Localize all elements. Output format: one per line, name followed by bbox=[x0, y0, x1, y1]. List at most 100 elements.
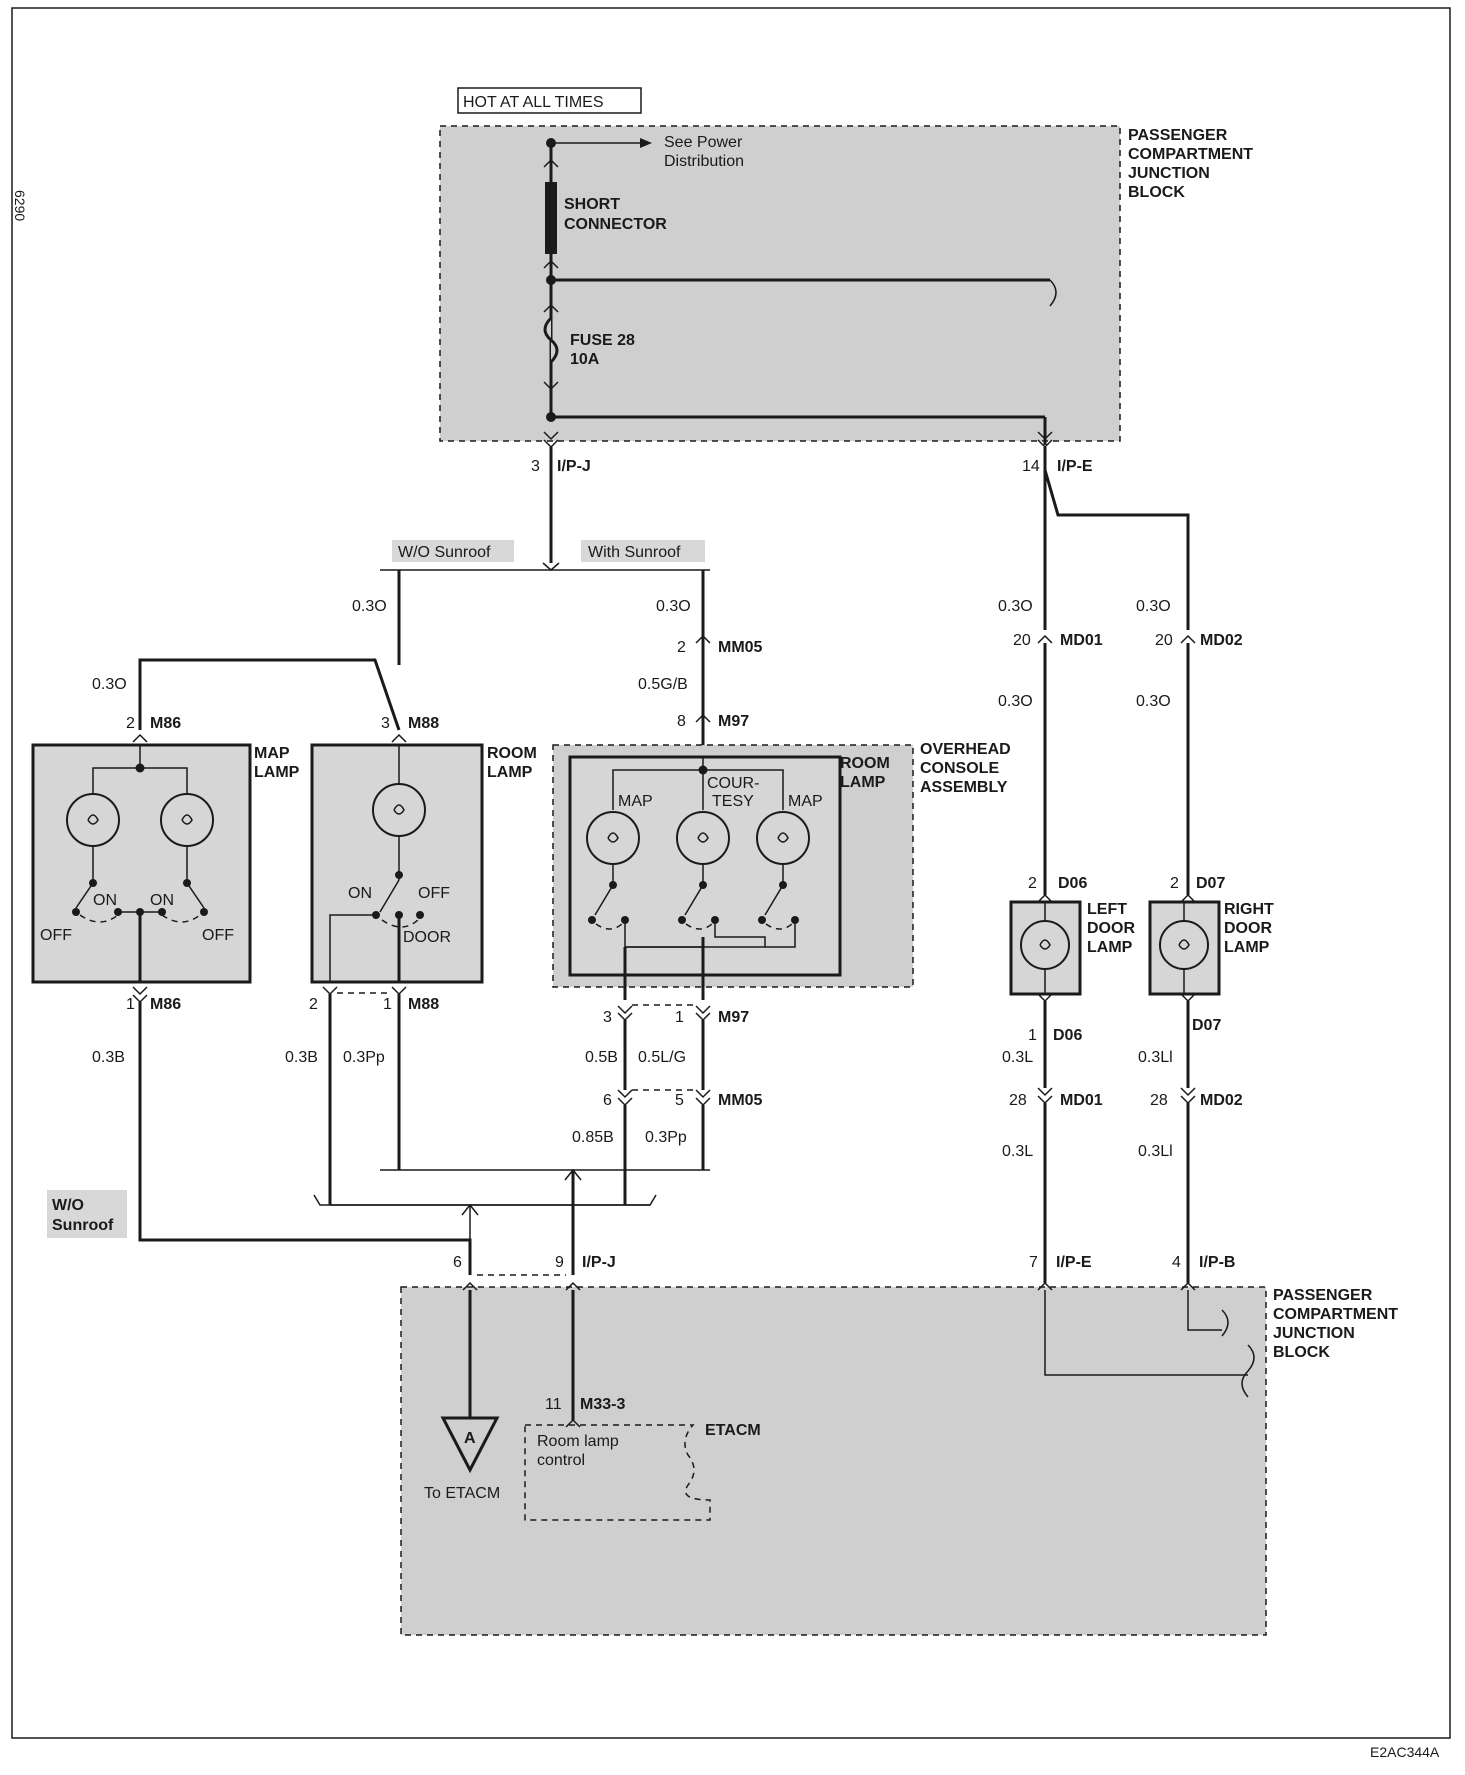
m97-top-label: M97 bbox=[718, 713, 749, 730]
right-door-l3: LAMP bbox=[1224, 939, 1270, 956]
room-off: OFF bbox=[418, 885, 450, 902]
room-lamp-l1: ROOM bbox=[487, 745, 537, 762]
overhead-console-border bbox=[552, 744, 914, 988]
d06-bot-pin: 1 bbox=[1028, 1027, 1037, 1044]
m88-top-label: M88 bbox=[408, 715, 439, 732]
bus-join bbox=[461, 1203, 479, 1216]
connector-chevron-icon bbox=[695, 1097, 711, 1107]
filament-icon bbox=[181, 814, 193, 825]
console-lamp-feed bbox=[612, 769, 784, 810]
console-map-b: MAP bbox=[788, 793, 823, 810]
wire-03o-c: 0.3O bbox=[656, 598, 691, 615]
pcjb-top-l4: BLOCK bbox=[1128, 184, 1185, 201]
junction-block-top-border bbox=[439, 125, 1121, 442]
etacm-box bbox=[524, 1424, 711, 1521]
page-frame bbox=[11, 7, 1451, 1739]
md01-top-label: MD01 bbox=[1060, 632, 1103, 649]
with-sunroof-tag bbox=[581, 540, 705, 562]
room-on: ON bbox=[348, 885, 372, 902]
md01-top-pin: 20 bbox=[1013, 632, 1031, 649]
right-door-l2: DOOR bbox=[1224, 920, 1272, 937]
switch-contact bbox=[758, 916, 766, 924]
m97-bot-pin3: 3 bbox=[603, 1009, 612, 1026]
wo-sunroof-tag-2 bbox=[47, 1190, 127, 1238]
wire-03o-a: 0.3O bbox=[352, 598, 387, 615]
switch-arm-icon bbox=[379, 879, 400, 913]
figure-code: E2AC344A bbox=[1370, 1744, 1440, 1760]
room-ctrl-l1: Room lamp bbox=[537, 1433, 619, 1450]
switch-contact bbox=[395, 871, 403, 879]
switch-link bbox=[595, 923, 623, 930]
mm05-top-label: MM05 bbox=[718, 639, 763, 656]
switch-contact bbox=[678, 916, 686, 924]
wire-break-icon bbox=[1049, 279, 1057, 307]
m33-label: M33-3 bbox=[580, 1396, 625, 1413]
m86-top-pin: 2 bbox=[126, 715, 135, 732]
overhead-l1: OVERHEAD bbox=[920, 741, 1011, 758]
d07-top-pin: 2 bbox=[1170, 875, 1179, 892]
switch-contact bbox=[416, 911, 424, 919]
wire-03pp-b: 0.3Pp bbox=[645, 1129, 687, 1146]
wire-03o-f: 0.3O bbox=[998, 693, 1033, 710]
wire-03b-a: 0.3B bbox=[92, 1049, 125, 1066]
m86-bot-pin: 1 bbox=[126, 996, 135, 1013]
filament-icon bbox=[1039, 939, 1051, 950]
short-connector-l2: CONNECTOR bbox=[564, 216, 667, 233]
filament-icon bbox=[607, 832, 619, 843]
switch-contact bbox=[72, 908, 80, 916]
ipj-bot-label: I/P-J bbox=[582, 1254, 616, 1271]
to-etacm: To ETACM bbox=[424, 1485, 500, 1502]
map-lamp-l1: MAP bbox=[254, 745, 290, 762]
switch-link bbox=[381, 919, 419, 928]
pcjb-bot-l1: PASSENGER bbox=[1273, 1287, 1373, 1304]
wire-05lg: 0.5L/G bbox=[638, 1049, 686, 1066]
ip-j-top-label: I/P-J bbox=[557, 458, 591, 475]
overhead-l3: ASSEMBLY bbox=[920, 779, 1008, 796]
md02-bot-pin: 28 bbox=[1150, 1092, 1168, 1109]
md02-top-pin: 20 bbox=[1155, 632, 1173, 649]
ipj-bot-pin6: 6 bbox=[453, 1254, 462, 1271]
short-connector-l1: SHORT bbox=[564, 196, 620, 213]
connector-chevron-icon bbox=[391, 733, 407, 743]
d07-top-label: D07 bbox=[1196, 875, 1225, 892]
ipe-bot-label: I/P-E bbox=[1056, 1254, 1092, 1271]
connector-chevron-icon bbox=[617, 1005, 633, 1015]
connector-chevron-icon bbox=[695, 1089, 711, 1099]
connector-chevron-icon bbox=[1037, 431, 1053, 441]
room-ctrl-l2: control bbox=[537, 1452, 585, 1469]
connector-chevron-icon bbox=[1180, 1281, 1196, 1291]
pcjb-top-l1: PASSENGER bbox=[1128, 127, 1228, 144]
fuse-rating: 10A bbox=[570, 351, 600, 368]
wire-03o-b: 0.3O bbox=[92, 676, 127, 693]
bulb-icon bbox=[756, 811, 810, 865]
mm05-top-pin: 2 bbox=[677, 639, 686, 656]
junction-block-bottom-border bbox=[400, 1286, 1267, 1636]
ipb-bot-label: I/P-B bbox=[1199, 1254, 1235, 1271]
m88-bot-pin2: 2 bbox=[309, 996, 318, 1013]
d06-top-label: D06 bbox=[1058, 875, 1087, 892]
wire-03o-d: 0.3O bbox=[998, 598, 1033, 615]
switch-arm-icon bbox=[764, 884, 784, 916]
wire-03pp-a: 0.3Pp bbox=[343, 1049, 385, 1066]
map-off-2: OFF bbox=[202, 927, 234, 944]
see-power-l1: See Power bbox=[664, 134, 743, 151]
m97-bot-label: M97 bbox=[718, 1009, 749, 1026]
connector-chevron-icon bbox=[1037, 1087, 1053, 1097]
wire-05gb: 0.5G/B bbox=[638, 676, 688, 693]
bulb-icon bbox=[1159, 920, 1209, 970]
right-door-l1: RIGHT bbox=[1224, 901, 1274, 918]
connector-chevron-icon bbox=[1180, 634, 1196, 644]
md02-bot-label: MD02 bbox=[1200, 1092, 1243, 1109]
wire-to-map-lamp bbox=[138, 658, 401, 731]
connector-chevron-icon bbox=[322, 986, 338, 996]
filament-icon bbox=[1178, 939, 1190, 950]
overhead-l2: CONSOLE bbox=[920, 760, 999, 777]
connector-chevron-icon bbox=[462, 1281, 478, 1291]
bulb-icon bbox=[66, 793, 120, 847]
connector-chevron-icon bbox=[1180, 1095, 1196, 1105]
bulb-icon bbox=[586, 811, 640, 865]
filament-icon bbox=[87, 814, 99, 825]
connector-chevron-icon bbox=[391, 986, 407, 996]
m88-bot-label: M88 bbox=[408, 996, 439, 1013]
margin-code: 6290 bbox=[12, 190, 28, 221]
